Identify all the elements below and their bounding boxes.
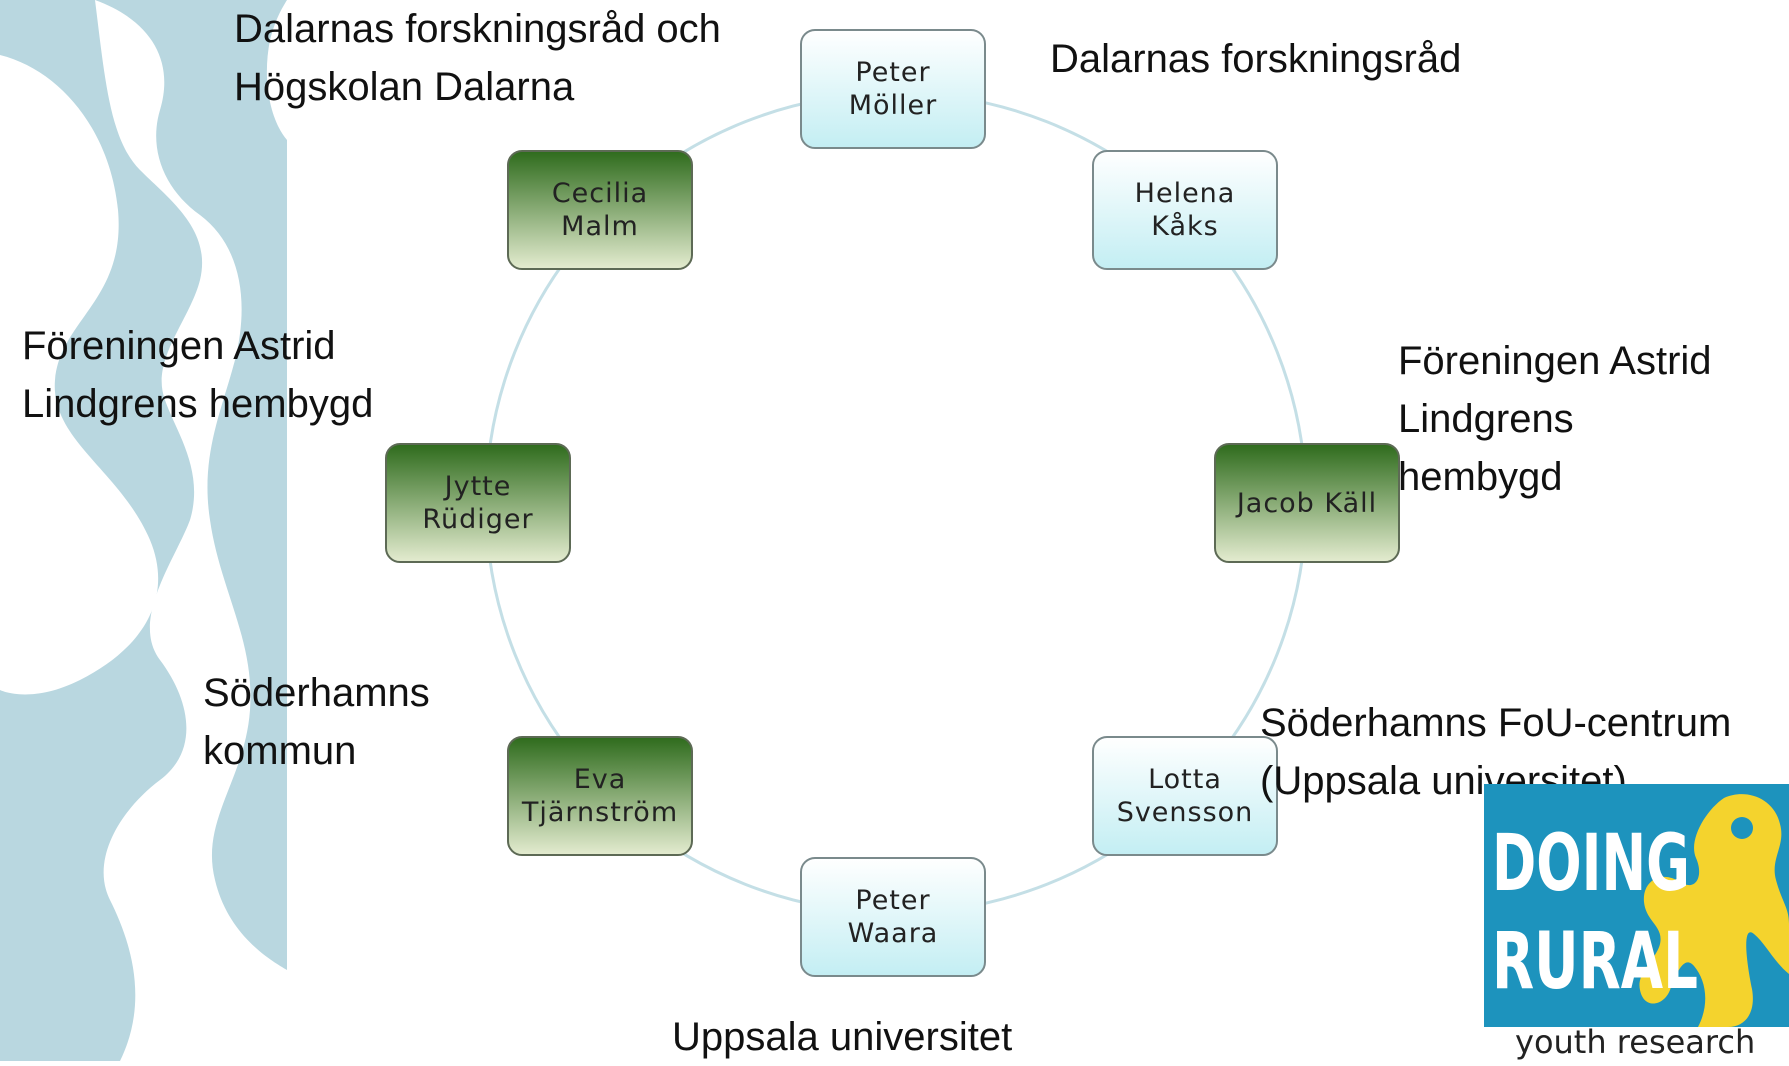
node-cecilia-malm: Cecilia Malm xyxy=(507,150,693,270)
node-label: Kåks xyxy=(1151,211,1218,242)
node-label: Cecilia xyxy=(552,178,648,209)
node-helena-kaks: Helena Kåks xyxy=(1092,150,1278,270)
label-line: kommun xyxy=(203,729,357,773)
label-line: hembygd xyxy=(1398,455,1563,499)
node-label: Waara xyxy=(848,918,939,949)
node-jytte-rudiger: Jytte Rüdiger xyxy=(385,443,571,563)
node-label: Peter xyxy=(855,57,930,88)
label-line: Dalarnas forskningsråd xyxy=(1050,37,1462,81)
label-foreningen-right: Föreningen Astrid Lindgrens hembygd xyxy=(1398,332,1712,506)
label-soderhamns-kommun: Söderhamns kommun xyxy=(203,664,430,780)
label-dalarnas-forskningsrad: Dalarnas forskningsråd xyxy=(1050,30,1461,88)
logo-tagline: youth research xyxy=(1515,1023,1756,1061)
label-foreningen-left: Föreningen Astrid Lindgrens hembygd xyxy=(22,317,373,433)
node-label: Jytte xyxy=(443,471,512,502)
node-label: Jacob Käll xyxy=(1235,488,1377,519)
label-line: Föreningen Astrid xyxy=(1398,339,1712,383)
node-label: Malm xyxy=(561,211,639,242)
node-eva-tjarnstrom: Eva Tjärnström xyxy=(507,736,693,856)
node-peter-waara: Peter Waara xyxy=(800,857,986,977)
node-label: Möller xyxy=(849,90,938,121)
label-line: Lindgrens hembygd xyxy=(22,382,374,426)
logo-line-1: DOING xyxy=(1492,819,1690,909)
node-lotta-svensson: Lotta Svensson xyxy=(1092,736,1278,856)
label-line: Söderhamns xyxy=(203,671,430,715)
label-line: Uppsala universitet xyxy=(672,1015,1013,1059)
node-label: Tjärnström xyxy=(521,797,678,828)
doing-rural-logo: DOING RURAL xyxy=(1484,784,1789,1027)
node-label: Rüdiger xyxy=(422,504,533,535)
decorative-background-band xyxy=(0,0,287,1061)
logo-figure-icon xyxy=(1639,794,1789,1027)
logo-figure-head-icon xyxy=(1731,817,1753,839)
node-peter-moller: Peter Möller xyxy=(800,29,986,149)
label-uppsala-universitet: Uppsala universitet xyxy=(672,1008,1012,1066)
label-line: Föreningen Astrid xyxy=(22,324,336,368)
node-label: Helena xyxy=(1135,178,1236,209)
label-dalarnas-och-hogskolan: Dalarnas forskningsråd och Högskolan Dal… xyxy=(234,0,721,116)
node-jacob-kall: Jacob Käll xyxy=(1214,443,1400,563)
node-label: Peter xyxy=(855,885,930,916)
label-line: Söderhamns FoU-centrum xyxy=(1260,701,1732,745)
label-line: Dalarnas forskningsråd och xyxy=(234,7,721,51)
label-line: Högskolan Dalarna xyxy=(234,65,575,109)
node-label: Lotta xyxy=(1148,764,1222,795)
label-line: Lindgrens xyxy=(1398,397,1574,441)
node-label: Eva xyxy=(574,764,627,795)
node-label: Svensson xyxy=(1117,797,1254,828)
logo-line-2: RURAL xyxy=(1492,917,1698,1007)
